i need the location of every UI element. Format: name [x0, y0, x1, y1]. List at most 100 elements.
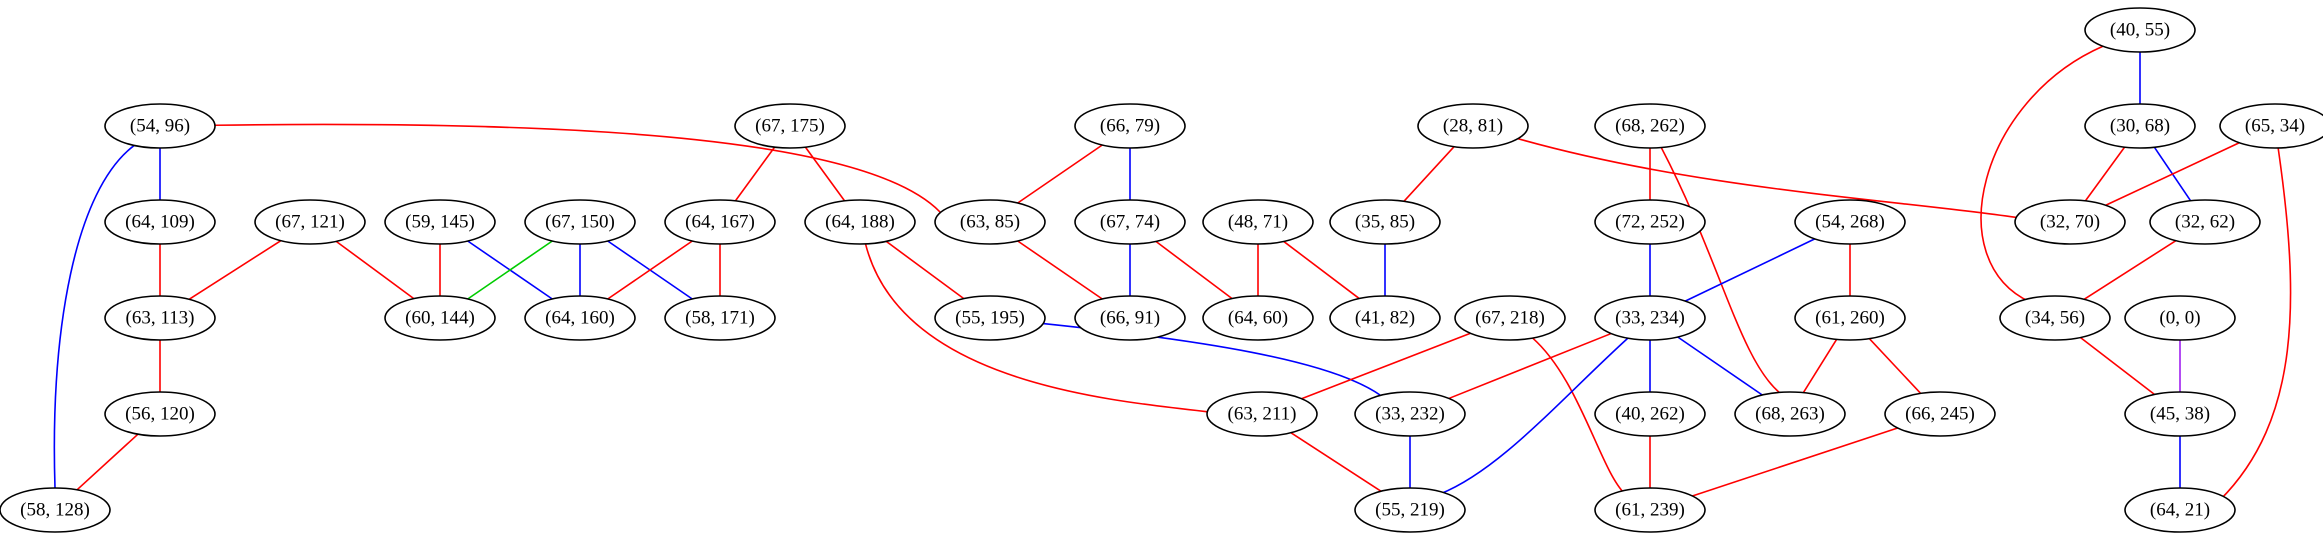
edge-n5-n21: [1517, 137, 2021, 219]
node-ellipse: [2084, 7, 2196, 53]
graph-node: (67, 121): [254, 199, 366, 245]
edge-n12-n24: [467, 240, 553, 300]
graph-node: (32, 62): [2149, 199, 2261, 245]
graph-node: (61, 239): [1594, 487, 1706, 533]
node-ellipse: [1354, 487, 1466, 533]
graph-node: (67, 150): [524, 199, 636, 245]
graph-node: (59, 145): [384, 199, 496, 245]
node-ellipse: [1734, 391, 1846, 437]
node-label: (67, 121): [275, 212, 345, 233]
node-ellipse: [1454, 295, 1566, 341]
node-label: (64, 167): [685, 212, 755, 233]
graph-node: (63, 211): [1206, 391, 1318, 437]
graph-node: (55, 219): [1354, 487, 1466, 533]
graph-node: (33, 232): [1354, 391, 1466, 437]
edge-n33-n41: [1868, 338, 1922, 394]
node-label: (64, 60): [1228, 308, 1288, 329]
node-label: (32, 62): [2175, 212, 2235, 233]
graph-node: (41, 82): [1329, 295, 1441, 341]
edges-layer: [53, 45, 2292, 501]
node-label: (64, 21): [2150, 500, 2210, 521]
edge-n32-n44: [1439, 337, 1629, 495]
edge-n1-n34: [1980, 45, 2104, 303]
graph-node: (64, 60): [1202, 295, 1314, 341]
node-ellipse: [1417, 103, 1529, 149]
node-label: (59, 145): [405, 212, 475, 233]
edge-n2-n15: [214, 123, 941, 213]
graph-node: (66, 91): [1074, 295, 1186, 341]
node-ellipse: [1594, 295, 1706, 341]
node-ellipse: [1594, 103, 1706, 149]
graph-node: (64, 109): [104, 199, 216, 245]
node-ellipse: [384, 199, 496, 245]
node-label: (67, 175): [755, 116, 825, 137]
node-label: (63, 211): [1228, 404, 1297, 425]
node-ellipse: [2149, 199, 2261, 245]
edge-n10-n24: [335, 240, 415, 300]
graph-node: (66, 245): [1884, 391, 1996, 437]
node-ellipse: [1329, 199, 1441, 245]
node-label: (33, 232): [1375, 404, 1445, 425]
node-label: (64, 160): [545, 308, 615, 329]
edge-n8-n21: [2105, 142, 2240, 206]
graph-node: (61, 260): [1794, 295, 1906, 341]
node-label: (61, 260): [1815, 308, 1885, 329]
node-ellipse: [104, 199, 216, 245]
edge-n14-n27: [885, 240, 965, 300]
graph-node: (33, 234): [1594, 295, 1706, 341]
graph-node: (54, 268): [1794, 199, 1906, 245]
node-label: (56, 120): [125, 404, 195, 425]
graph-node: (30, 68): [2084, 103, 2196, 149]
node-label: (40, 262): [1615, 404, 1685, 425]
edge-n32-n38: [1448, 332, 1612, 400]
node-label: (41, 82): [1355, 308, 1415, 329]
graph-node: (40, 55): [2084, 7, 2196, 53]
graph-node: (32, 70): [2014, 199, 2126, 245]
node-ellipse: [1074, 103, 1186, 149]
graph-node: (28, 81): [1417, 103, 1529, 149]
edge-n14-n37: [864, 243, 1211, 413]
node-ellipse: [254, 199, 366, 245]
node-label: (58, 171): [685, 308, 755, 329]
graph-node: (60, 144): [384, 295, 496, 341]
graph-node: (55, 195): [934, 295, 1046, 341]
graph-node: (54, 96): [104, 103, 216, 149]
graph-node: (63, 85): [934, 199, 1046, 245]
edge-n5-n18: [1403, 146, 1455, 202]
graph-node: (67, 74): [1074, 199, 1186, 245]
node-ellipse: [934, 199, 1046, 245]
edge-n17-n30: [1283, 240, 1360, 300]
node-label: (63, 113): [126, 308, 195, 329]
nodes-layer: (40, 55) (54, 96) (67, 175) (66, 79) (28, 81…: [0, 7, 2323, 533]
node-ellipse: [664, 199, 776, 245]
node-label: (40, 55): [2110, 20, 2170, 41]
edge-n15-n28: [1017, 240, 1103, 300]
edge-n20-n32: [1684, 238, 1816, 302]
edge-n8-n46: [2219, 147, 2292, 501]
node-ellipse: [1202, 199, 1314, 245]
node-ellipse: [2124, 487, 2236, 533]
graph-node: (66, 79): [1074, 103, 1186, 149]
node-ellipse: [804, 199, 916, 245]
node-label: (66, 245): [1905, 404, 1975, 425]
node-ellipse: [2124, 295, 2236, 341]
node-label: (63, 85): [960, 212, 1020, 233]
edge-n16-n29: [1155, 240, 1233, 300]
node-ellipse: [1594, 487, 1706, 533]
node-ellipse: [1594, 391, 1706, 437]
graph-node: (72, 252): [1594, 199, 1706, 245]
edge-n7-n21: [2084, 146, 2126, 202]
node-label: (33, 234): [1615, 308, 1685, 329]
node-ellipse: [1794, 295, 1906, 341]
node-ellipse: [1206, 391, 1318, 437]
node-ellipse: [104, 103, 216, 149]
node-label: (68, 263): [1755, 404, 1825, 425]
graph-node: (56, 120): [104, 391, 216, 437]
graph-node: (65, 34): [2219, 103, 2323, 149]
edge-n22-n34: [2083, 239, 2177, 301]
graph-node: (0, 0): [2124, 295, 2236, 341]
node-label: (72, 252): [1615, 212, 1685, 233]
graph-node: (67, 175): [734, 103, 846, 149]
node-ellipse: [934, 295, 1046, 341]
node-ellipse: [1594, 199, 1706, 245]
